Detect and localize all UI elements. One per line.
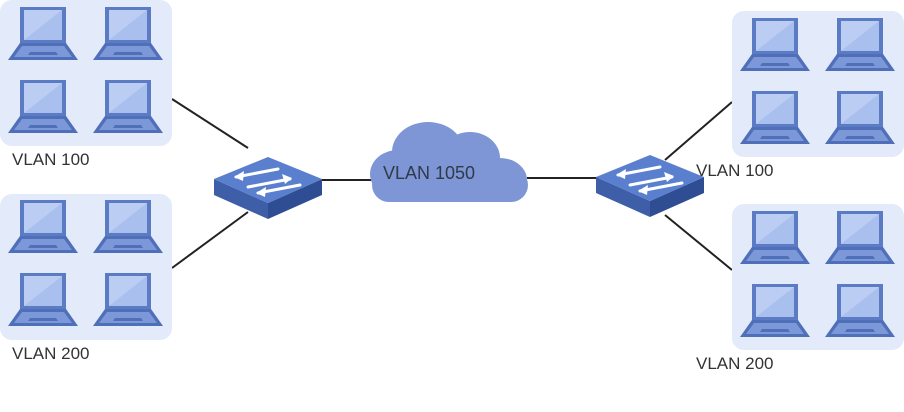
left-top-vlan-label: VLAN 100: [12, 150, 90, 169]
right-top-vlan-group: [732, 11, 904, 157]
cloud-vlan-label: VLAN 1050: [383, 163, 476, 183]
link-left-top-to-left-switch: [171, 98, 249, 149]
left-top-vlan-group: [0, 0, 172, 146]
right-bottom-vlan-label: VLAN 200: [696, 354, 774, 373]
link-right-switch-to-right-top: [664, 101, 733, 161]
left-bottom-vlan-group: [0, 194, 172, 340]
link-right-switch-to-right-bottom: [664, 214, 733, 271]
right-bottom-vlan-group: [732, 204, 904, 350]
right-switch-icon: [594, 153, 706, 219]
left-bottom-vlan-label: VLAN 200: [12, 344, 90, 363]
left-switch-icon: [212, 155, 324, 221]
cloud-icon: [370, 122, 528, 202]
link-left-bottom-to-left-switch: [171, 211, 249, 269]
right-top-vlan-label: VLAN 100: [696, 161, 774, 180]
